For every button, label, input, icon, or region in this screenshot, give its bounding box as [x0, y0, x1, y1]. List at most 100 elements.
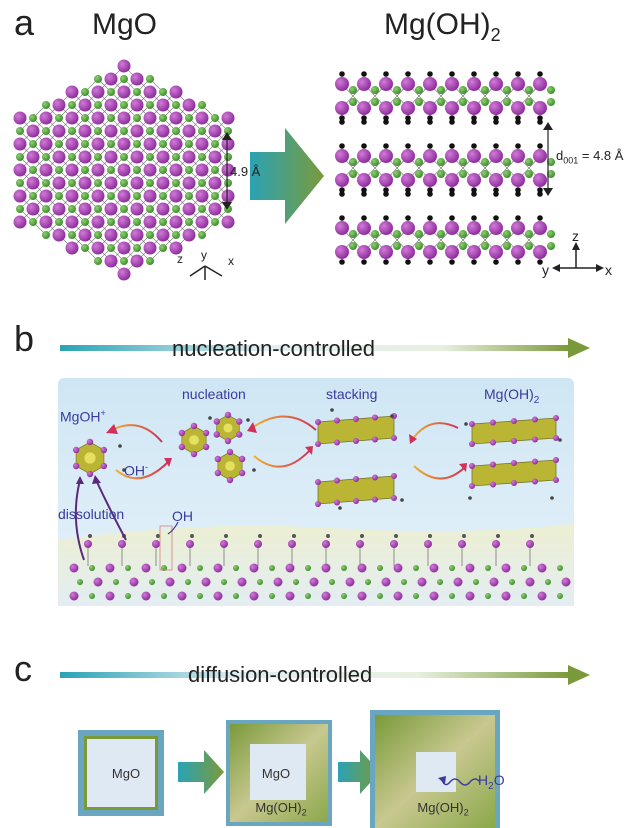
mg-atom — [533, 77, 547, 91]
mg-atom — [156, 202, 170, 216]
water-diffusion-arrow — [441, 778, 481, 786]
hydroxyl-h — [496, 534, 500, 538]
mg-atom — [335, 173, 349, 187]
cluster-center — [225, 461, 235, 471]
surface-o-atom — [185, 579, 191, 585]
h-atom — [405, 71, 411, 77]
sheet-mg — [553, 435, 559, 441]
surface-mg-atom — [525, 577, 535, 587]
h-atom — [537, 187, 543, 193]
mg-atom — [156, 150, 170, 164]
stacking-sheet-bottom — [315, 473, 397, 507]
mg-atom — [117, 59, 131, 73]
mg-atom — [39, 163, 53, 177]
product-sheet-top — [469, 415, 559, 447]
mg-atom — [533, 149, 547, 163]
cluster-center — [189, 435, 199, 445]
h-atom — [383, 143, 389, 149]
transition-arrow — [250, 128, 324, 224]
o-atom — [459, 158, 467, 166]
hydroxyl-h — [462, 534, 466, 538]
sheet-mg — [532, 416, 538, 423]
o-atom — [42, 153, 50, 161]
mg-atom — [39, 137, 53, 151]
mg-atom — [104, 202, 118, 216]
o-atom — [393, 170, 401, 178]
o-atom — [437, 158, 445, 166]
o-atom — [349, 230, 357, 238]
mgoh2-title-main: Mg(OH) — [384, 8, 491, 41]
o-atom — [547, 230, 555, 238]
mg-atom — [401, 173, 415, 187]
sheet-mg — [553, 477, 559, 483]
oh-ion-label: OH- — [124, 462, 148, 479]
product-sheet-bottom — [469, 457, 559, 489]
surface-o-atom — [413, 565, 419, 571]
mg-atom — [78, 202, 92, 216]
o-atom — [547, 242, 555, 250]
box1-core — [87, 739, 155, 807]
h-atom — [339, 191, 345, 197]
arrow-product-forward-head — [459, 463, 467, 472]
mg-atom — [379, 173, 393, 187]
mg-atom — [357, 101, 371, 115]
o-atom — [503, 158, 511, 166]
surface-mg-atom — [393, 563, 403, 573]
sheet-mg — [490, 461, 496, 468]
sheet-mg — [315, 501, 321, 507]
surface-mg-atom — [393, 591, 403, 601]
o-atom — [81, 140, 89, 148]
o-atom — [55, 192, 63, 200]
mg-atom — [78, 176, 92, 190]
o-atom — [185, 140, 193, 148]
o-atom — [107, 88, 115, 96]
mg-atom — [335, 221, 349, 235]
mg-atom — [169, 137, 183, 151]
panel-b-letter: b — [14, 318, 35, 359]
o-atom — [29, 166, 37, 174]
surface-o-atom — [233, 565, 239, 571]
h-atom — [383, 259, 389, 265]
cluster-mg — [190, 422, 198, 430]
o-atom — [68, 179, 76, 187]
o-atom — [120, 153, 128, 161]
mg-atom — [117, 163, 131, 177]
h-atom — [405, 259, 411, 265]
o-atom — [437, 98, 445, 106]
h-atom — [537, 143, 543, 149]
mg-atom — [357, 77, 371, 91]
mg-atom — [357, 245, 371, 259]
nucleation-banner: nucleation-controlled — [172, 336, 376, 361]
surface-o-atom — [413, 593, 419, 599]
hydroxyl-mg — [356, 540, 364, 548]
h-atom — [339, 71, 345, 77]
h-atom — [427, 215, 433, 221]
mg-atom — [130, 124, 144, 138]
o-atom — [415, 170, 423, 178]
h-atom — [339, 259, 345, 265]
mg-atom — [401, 221, 415, 235]
o-atom — [172, 153, 180, 161]
mg-atom — [357, 149, 371, 163]
mg-atom — [117, 241, 131, 255]
o-atom — [437, 230, 445, 238]
o-atom — [481, 158, 489, 166]
mg-atom — [195, 137, 209, 151]
mg-atom — [467, 101, 481, 115]
arrow-product-back-head — [409, 434, 417, 444]
mgoh-axis-y: y — [542, 262, 549, 278]
h-atom — [515, 71, 521, 77]
mg-atom — [335, 245, 349, 259]
sheet-mg — [553, 457, 559, 463]
mg-atom — [511, 101, 525, 115]
mg-atom — [221, 137, 235, 151]
mg-atom — [511, 173, 525, 187]
mg-atom — [182, 124, 196, 138]
mg-atom — [143, 215, 157, 229]
loose-h-atom — [400, 498, 404, 502]
mg-atom — [221, 111, 235, 125]
mg-atom — [533, 221, 547, 235]
mg-atom — [467, 77, 481, 91]
sheet-mg — [353, 438, 359, 444]
